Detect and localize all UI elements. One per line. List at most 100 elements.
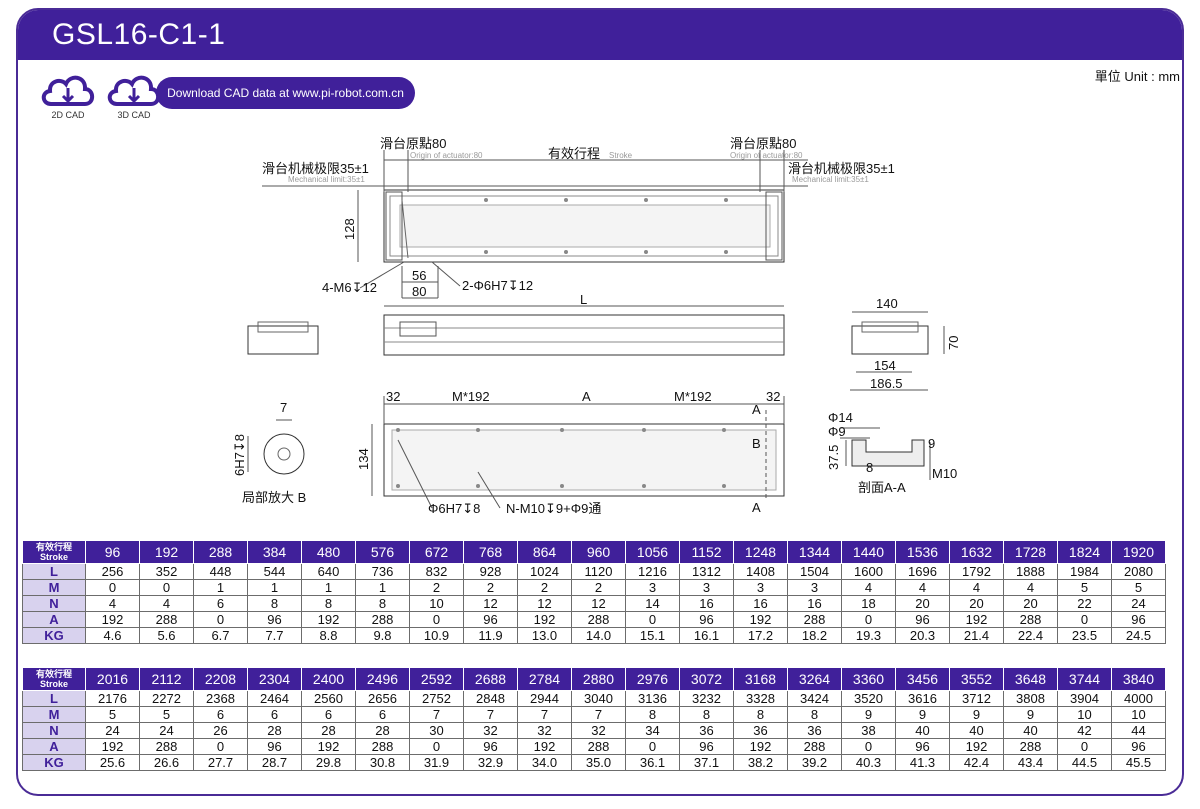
table-cell: 43.4 <box>1003 754 1058 771</box>
table-cell: 1536 <box>895 540 950 564</box>
stroke-cn-label: 有效行程 <box>35 542 72 552</box>
table-cell: 480 <box>301 540 356 564</box>
table-cell: 1120 <box>571 563 626 580</box>
row-label: M <box>22 706 86 723</box>
mech-left-en: Mechanical limit:35±1 <box>288 175 365 184</box>
table-cell: 36.1 <box>625 754 680 771</box>
table-cell: 736 <box>355 563 410 580</box>
table-cell: 928 <box>463 563 518 580</box>
table-cell: 9.8 <box>355 627 410 644</box>
mech-right-en: Mechanical limit:35±1 <box>792 175 869 184</box>
table-cell: 1 <box>193 579 248 596</box>
table-cell: 24.5 <box>1111 627 1166 644</box>
table-cell: 42.4 <box>949 754 1004 771</box>
table-cell: 2496 <box>355 667 410 691</box>
table-cell: 36 <box>733 722 788 739</box>
origin-right-label: 滑台原點80 <box>730 136 796 151</box>
dim-140: 140 <box>876 296 898 311</box>
table-cell: 15.1 <box>625 627 680 644</box>
m10-holes-label: N-M10↧9+Φ9通 <box>506 501 601 516</box>
table-cell: 24 <box>85 722 140 739</box>
table-cell: 12 <box>463 595 518 612</box>
table-cell: 192 <box>301 738 356 755</box>
table-cell: 192 <box>85 738 140 755</box>
table-cell: 30 <box>409 722 464 739</box>
table-cell: 44.5 <box>1057 754 1112 771</box>
table-cell: 4 <box>1003 579 1058 596</box>
cad-download-link[interactable]: Download CAD data at www.pi-robot.com.cn <box>156 77 415 109</box>
page-frame: GSL16-C1-1 <box>16 8 1184 796</box>
table-cell: 2848 <box>463 690 518 707</box>
row-label: KG <box>22 754 86 771</box>
table-cell: 0 <box>625 611 680 628</box>
table-cell: 21.4 <box>949 627 1004 644</box>
cad-3d-button[interactable]: 3D CAD <box>104 70 164 120</box>
dim-154: 154 <box>874 358 896 373</box>
dim-8: 8 <box>866 460 873 475</box>
table-cell: 3072 <box>679 667 734 691</box>
cad-2d-button[interactable]: 2D CAD <box>38 70 98 120</box>
table-cell: 1792 <box>949 563 1004 580</box>
table-cell: 768 <box>463 540 518 564</box>
table-cell: 7 <box>463 706 518 723</box>
table-cell: 20 <box>949 595 1004 612</box>
table-cell: 5 <box>1111 579 1166 596</box>
table-cell: 8 <box>787 706 842 723</box>
m6-hole-label: 4-M6↧12 <box>322 280 377 295</box>
table-cell: 8 <box>733 706 788 723</box>
table-cell: 22.4 <box>1003 627 1058 644</box>
table-cell: 288 <box>1003 738 1058 755</box>
table-cell: 2400 <box>301 667 356 691</box>
table-cell: 9 <box>841 706 896 723</box>
table-cell: 3 <box>679 579 734 596</box>
dim-L: L <box>580 292 587 307</box>
table-cell: 3424 <box>787 690 842 707</box>
detail-b-label: 局部放大 B <box>242 490 306 505</box>
table-cell: 20 <box>895 595 950 612</box>
table-cell: 96 <box>679 738 734 755</box>
table-cell: 2176 <box>85 690 140 707</box>
table-cell: 192 <box>733 738 788 755</box>
row-label: N <box>22 722 86 739</box>
table-cell: 8 <box>247 595 302 612</box>
table-cell: 8 <box>301 595 356 612</box>
label-b: B <box>752 436 761 451</box>
table-cell: 288 <box>139 738 194 755</box>
table-cell: 32 <box>571 722 626 739</box>
label-a-bottom: A <box>752 500 761 515</box>
table-cell: 10.9 <box>409 627 464 644</box>
stroke-label: 有效行程 <box>548 146 600 161</box>
table-cell: 22 <box>1057 595 1112 612</box>
table-cell: 2784 <box>517 667 572 691</box>
dim-32-left: 32 <box>386 389 400 404</box>
table-cell: 6 <box>247 706 302 723</box>
table-cell: 34 <box>625 722 680 739</box>
table-cell: 3328 <box>733 690 788 707</box>
table-cell: 28 <box>355 722 410 739</box>
table-cell: 2464 <box>247 690 302 707</box>
table-cell: 16 <box>679 595 734 612</box>
table-cell: 2080 <box>1111 563 1166 580</box>
table-cell: 8.8 <box>301 627 356 644</box>
table-cell: 2272 <box>139 690 194 707</box>
table-cell: 26 <box>193 722 248 739</box>
table-cell: 3616 <box>895 690 950 707</box>
table-cell: 44 <box>1111 722 1166 739</box>
table-cell: 32.9 <box>463 754 518 771</box>
dim-9: 9 <box>928 436 935 451</box>
table-cell: 384 <box>247 540 302 564</box>
table-cell: 9 <box>949 706 1004 723</box>
table-cell: 24 <box>1111 595 1166 612</box>
table-cell: 1216 <box>625 563 680 580</box>
table-cell: 192 <box>733 611 788 628</box>
table-cell: 2656 <box>355 690 410 707</box>
table-cell: 1 <box>301 579 356 596</box>
bottom-view-body <box>383 423 785 497</box>
label-a-top: A <box>752 402 761 417</box>
